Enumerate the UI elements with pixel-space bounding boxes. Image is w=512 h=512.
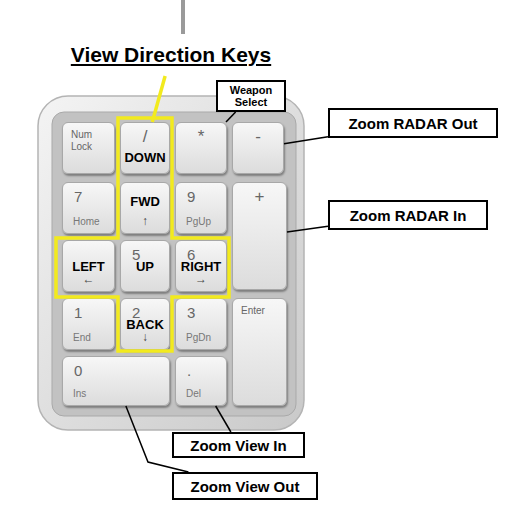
- callout-box: Zoom View Out: [172, 472, 318, 500]
- keypad-key: 7Home: [62, 182, 115, 234]
- key-label: DOWN: [121, 150, 169, 165]
- key-label: -: [233, 127, 283, 147]
- key-label: LEFT: [63, 259, 114, 274]
- key-label: 1: [74, 304, 82, 321]
- key-label: +: [233, 187, 286, 207]
- callout-text: Zoom RADAR Out: [348, 115, 477, 132]
- leader-line: [216, 406, 231, 432]
- leader-line: [152, 76, 165, 122]
- keypad-key: 1End: [62, 298, 115, 350]
- keypad-key: FWD ↑: [120, 182, 170, 234]
- key-label: FWD: [121, 194, 169, 209]
- key-label: BACK: [121, 317, 169, 332]
- keypad-key: 2BACK↓: [120, 298, 170, 350]
- key-label: ↑: [121, 214, 169, 228]
- key-label: .: [187, 362, 191, 379]
- key-label: Num Lock: [71, 129, 105, 153]
- key-label: Enter: [241, 305, 275, 317]
- key-label: RIGHT: [176, 259, 226, 274]
- keypad-key: 3PgDn: [175, 298, 227, 350]
- callout-text: Zoom View Out: [191, 478, 300, 495]
- leader-line: [284, 137, 328, 144]
- keypad-key: *: [175, 122, 227, 174]
- key-label: *: [176, 127, 226, 147]
- key-label: Ins: [73, 388, 86, 399]
- leader-line: [287, 226, 328, 232]
- callout-text: View Direction Keys: [71, 43, 271, 67]
- keypad-well: [52, 112, 296, 416]
- callout-text: Zoom RADAR In: [350, 207, 467, 224]
- keypad-key: -: [232, 122, 284, 174]
- keypad-key: LEFT←: [62, 240, 115, 292]
- key-label: /: [121, 127, 169, 147]
- key-label: ←: [63, 272, 114, 286]
- callout-box: Zoom RADAR In: [328, 200, 488, 230]
- key-label: 3: [187, 304, 195, 321]
- keypad-key: 5UP: [120, 240, 170, 292]
- callout-box: Weapon Select: [216, 80, 286, 112]
- heading-callout: View Direction Keys: [52, 34, 290, 76]
- leader-line: [126, 406, 189, 472]
- key-label: ↓: [121, 330, 169, 344]
- keypad-key: . Del: [175, 356, 227, 406]
- keypad-key: 9PgUp: [175, 182, 227, 234]
- key-label: 7: [74, 188, 82, 205]
- keypad-key: +: [232, 182, 287, 290]
- key-label: 0: [74, 362, 82, 379]
- callout-text: Weapon Select: [218, 84, 284, 108]
- callout-box: Zoom View In: [172, 432, 305, 458]
- keypad-body: [38, 96, 304, 430]
- key-label: Home: [73, 216, 100, 227]
- key-label: →: [176, 272, 226, 286]
- key-label: UP: [121, 259, 169, 274]
- callout-box: Zoom RADAR Out: [328, 108, 498, 138]
- keypad-key: 0Ins: [62, 356, 170, 406]
- keypad-key: / DOWN: [120, 122, 170, 174]
- keypad-key: Enter: [232, 298, 287, 406]
- key-label: PgDn: [186, 332, 211, 343]
- key-label: End: [73, 332, 91, 343]
- key-label: 9: [187, 188, 195, 205]
- direction-key-outline: [56, 118, 229, 351]
- key-label: Del: [186, 388, 201, 399]
- keypad-key: 6RIGHT→: [175, 240, 227, 292]
- leader-line: [226, 112, 236, 122]
- key-label: PgUp: [186, 216, 211, 227]
- keypad-key: Num Lock: [62, 122, 115, 174]
- callout-text: Zoom View In: [190, 437, 286, 454]
